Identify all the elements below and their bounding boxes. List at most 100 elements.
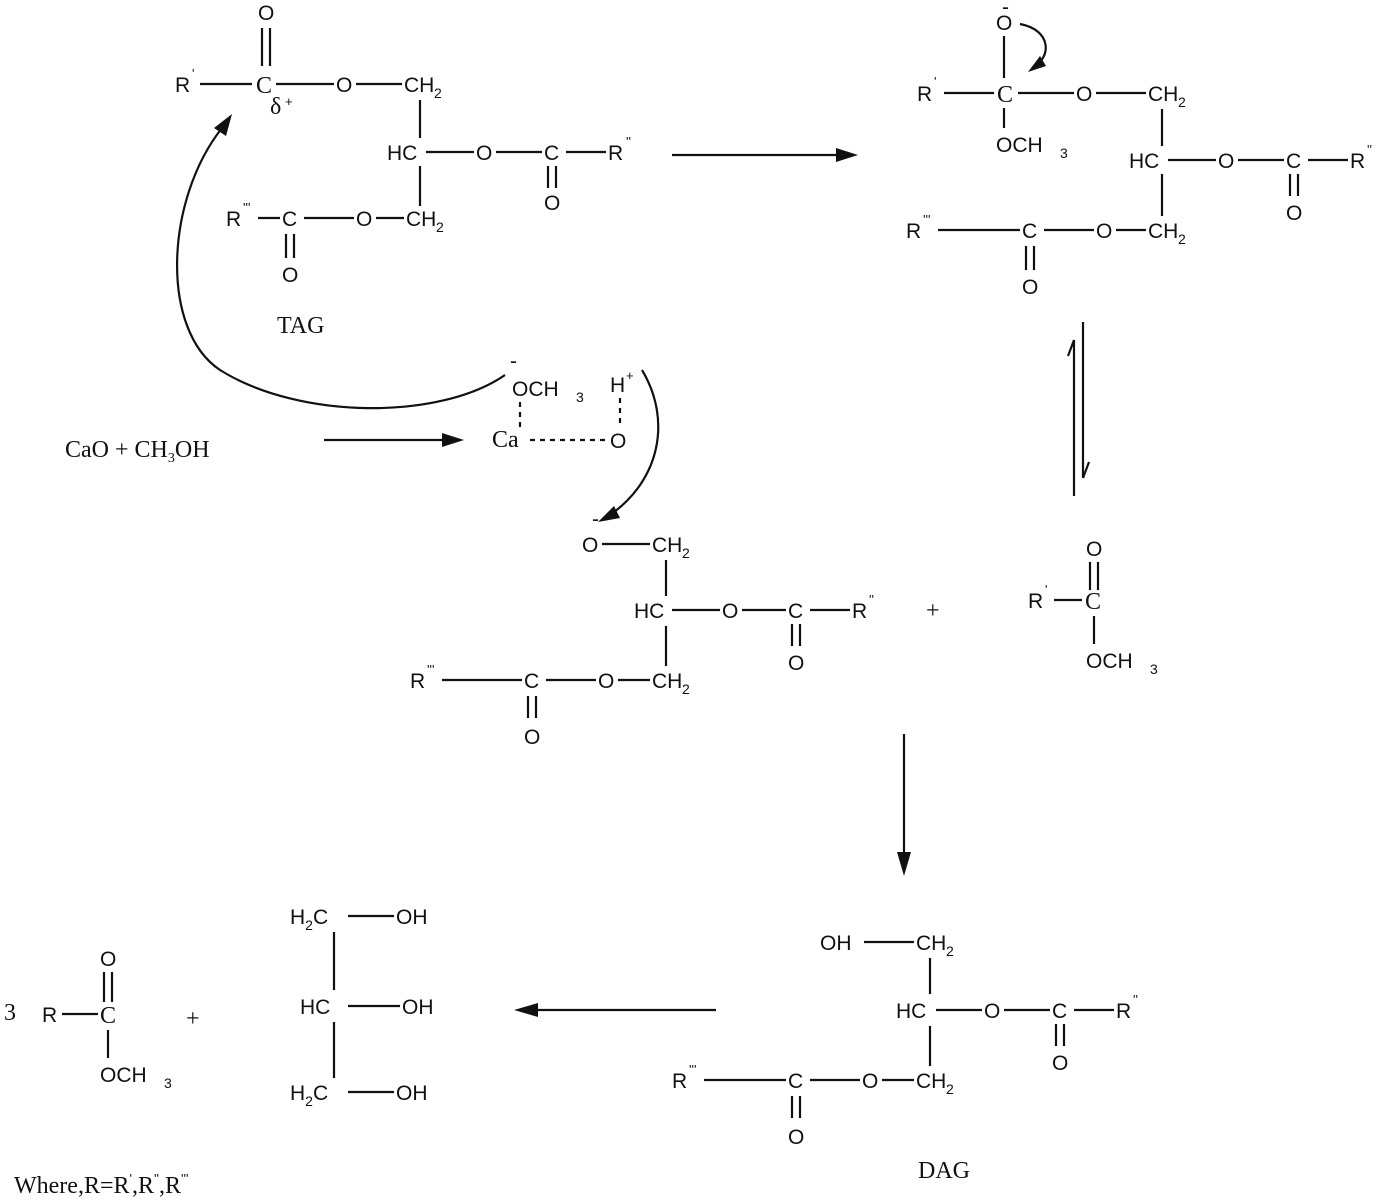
- subscript: 2: [436, 219, 444, 235]
- calcium-methoxide-complex: - OCH 3 H + Ca O: [492, 350, 634, 453]
- delta-symbol: δ: [270, 94, 281, 120]
- atom-c: C: [282, 208, 297, 231]
- atom-o: O: [1096, 220, 1112, 243]
- atom-ch: CH: [1148, 220, 1178, 243]
- prime: '': [1367, 142, 1372, 157]
- stoichiometric-coefficient: 3: [4, 1000, 16, 1026]
- atom-o: O: [336, 74, 352, 97]
- prime: ': [934, 74, 936, 89]
- atom-r: R: [42, 1004, 57, 1027]
- atom-r: R: [1116, 1000, 1131, 1023]
- glycerol-molecule: H2C OH HC OH H2C OH: [290, 906, 434, 1109]
- atom-c: C: [256, 73, 272, 99]
- atom-o: O: [258, 2, 274, 25]
- prime: ': [1045, 582, 1047, 597]
- curved-attack-arrow: [176, 114, 506, 410]
- atom-ch: CH: [916, 932, 946, 955]
- equilibrium-arrow: [1066, 322, 1091, 496]
- atom-och: OCH: [100, 1064, 147, 1087]
- reaction-arrow-left: [514, 1003, 716, 1017]
- atom-ch: CH: [652, 670, 682, 693]
- atom-oh: OH: [396, 1082, 428, 1105]
- atom-c: C: [1286, 150, 1301, 173]
- dag-label: DAG: [918, 1158, 970, 1184]
- plus-sign: +: [186, 1006, 200, 1032]
- footnote-where: Where,R=R',R'',R''': [14, 1171, 188, 1199]
- delta-plus: +: [285, 94, 293, 109]
- atom-r: R: [410, 670, 425, 693]
- tetrahedral-intermediate: O - R ' C O CH 2 OCH 3 HC O C R '' O R '…: [906, 0, 1372, 299]
- atom-c: C: [544, 142, 559, 165]
- atom-o: O: [544, 192, 560, 215]
- prime: ''': [243, 200, 250, 215]
- atom-o: O: [788, 1126, 804, 1149]
- atom-c: C: [788, 600, 803, 623]
- atom-ch: CH: [404, 74, 434, 97]
- atom-o: O: [476, 142, 492, 165]
- atom-o: O: [598, 670, 614, 693]
- atom-o: O: [1052, 1052, 1068, 1075]
- alkoxide-intermediate: - O CH 2 HC O C R '' O R ''' C O CH 2 O: [410, 508, 874, 749]
- atom-hc: HC: [634, 600, 664, 623]
- subscript: 3: [1060, 145, 1068, 161]
- subscript: 2: [946, 943, 954, 959]
- curved-proton-arrow: [598, 369, 660, 522]
- atom-c: C: [788, 1070, 803, 1093]
- atom-h2c: H2C: [290, 1082, 328, 1109]
- atom-r: R: [608, 142, 623, 165]
- atom-o: O: [862, 1070, 878, 1093]
- atom-oh: OH: [396, 906, 428, 929]
- atom-o: O: [582, 534, 598, 557]
- reaction-arrow-right: [672, 148, 858, 162]
- prime: ''': [923, 212, 930, 227]
- fame-product: 3 O R C OCH 3: [4, 948, 172, 1091]
- negative-charge: -: [510, 350, 517, 373]
- atom-oh: OH: [820, 932, 852, 955]
- atom-ca: Ca: [492, 427, 519, 453]
- atom-c: C: [997, 82, 1013, 108]
- subscript: 2: [1178, 231, 1186, 247]
- tag-label: TAG: [277, 313, 324, 339]
- atom-hc: HC: [300, 996, 330, 1019]
- dag-molecule: OH CH 2 HC O C R '' O R ''' C O CH 2 O D…: [672, 932, 1138, 1184]
- atom-r: R: [917, 83, 932, 106]
- atom-oh: OH: [402, 996, 434, 1019]
- atom-o: O: [1286, 202, 1302, 225]
- atom-c: C: [1022, 220, 1037, 243]
- prime: '': [1133, 992, 1138, 1007]
- atom-ch: CH: [406, 208, 436, 231]
- atom-o: O: [1022, 276, 1038, 299]
- subscript: 3: [164, 1075, 172, 1091]
- reactants-label: CaO + CH3OH: [65, 437, 210, 466]
- atom-och: OCH: [996, 134, 1043, 157]
- prime: '': [626, 134, 631, 149]
- atom-c: C: [524, 670, 539, 693]
- atom-och: OCH: [1086, 650, 1133, 673]
- atom-och: OCH: [512, 378, 559, 401]
- subscript: 2: [1178, 94, 1186, 110]
- atom-r: R: [175, 74, 190, 97]
- atom-o: O: [984, 1000, 1000, 1023]
- atom-hc: HC: [387, 142, 417, 165]
- atom-o: O: [788, 652, 804, 675]
- atom-ch: CH: [1148, 83, 1178, 106]
- atom-o: O: [1076, 83, 1092, 106]
- reaction-arrow-down: [897, 734, 911, 876]
- atom-o: O: [100, 948, 116, 971]
- atom-c: C: [1085, 589, 1101, 615]
- atom-h: H: [610, 374, 625, 397]
- atom-hc: HC: [896, 1000, 926, 1023]
- atom-o: O: [1218, 150, 1234, 173]
- atom-r: R: [1028, 590, 1043, 613]
- atom-c: C: [100, 1003, 116, 1029]
- subscript: 2: [682, 681, 690, 697]
- methyl-ester-product: O R ' C OCH 3: [1028, 538, 1158, 677]
- atom-r: R: [1350, 150, 1365, 173]
- atom-r: R: [906, 220, 921, 243]
- plus-sign: +: [926, 598, 940, 624]
- positive-charge: +: [626, 368, 634, 383]
- atom-ch: CH: [652, 534, 682, 557]
- atom-o: O: [282, 264, 298, 287]
- prime: ': [192, 66, 194, 81]
